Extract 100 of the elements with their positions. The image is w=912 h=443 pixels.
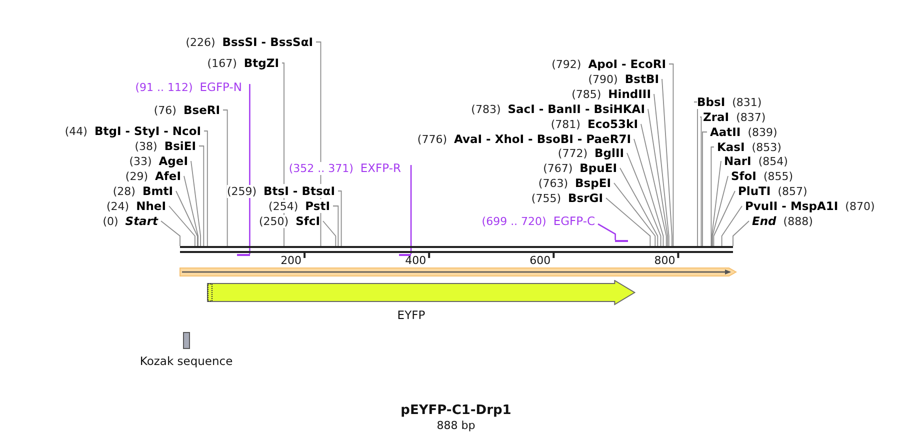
leader-line (168, 206, 196, 246)
enzyme-name: BtsI - BtsαI (264, 184, 335, 198)
site-position: (857) (778, 185, 808, 198)
site-position: (76) (154, 104, 176, 117)
leader-line (184, 176, 198, 246)
primer-name: EGFP-N (200, 80, 242, 94)
enzyme-name: BtgI - StyI - NcoI (94, 124, 201, 138)
leader-line (176, 190, 198, 246)
leader-line (712, 176, 728, 246)
enzyme-name: AatII (710, 125, 741, 139)
enzyme-name: SfoI (731, 169, 756, 183)
site-position: (772) (558, 147, 588, 160)
leader-line (668, 64, 674, 246)
enzyme-name: AvaI - XhoI - BsoBI - PaeR7I (454, 132, 631, 146)
enzyme-name: ZraI (703, 110, 730, 124)
leader-line (713, 190, 736, 246)
site-position: (38) (134, 140, 158, 153)
site-position: (763) (538, 177, 568, 190)
enzyme-name: ApoI - EcoRI (588, 57, 666, 71)
leader-line (614, 182, 656, 246)
leader-line (694, 102, 698, 246)
enzyme-name: NheI (136, 199, 166, 213)
site-position: (259) (226, 185, 257, 198)
site-position: (250) (259, 215, 289, 228)
enzyme-name: BmtI (142, 184, 173, 198)
primer-range: (352 .. 371) (288, 162, 354, 175)
enzyme-name: AfeI (155, 169, 181, 183)
enzyme-name: BsiEI (164, 139, 196, 153)
site-position: (33) (129, 155, 152, 168)
enzyme-name: BglII (594, 146, 624, 160)
enzyme-name: AgeI (158, 154, 188, 168)
site-position: (888) (783, 215, 813, 228)
ruler-label: 800 (654, 254, 676, 268)
enzyme-name: BsrGI (568, 191, 603, 205)
enzyme-name: BpuEI (580, 161, 617, 175)
map-title: pEYFP-C1-Drp1 (400, 403, 512, 418)
site-position: (870) (845, 200, 875, 213)
terminus-label: Start (125, 214, 158, 228)
site-position: (28) (112, 185, 136, 198)
leader-line (710, 146, 714, 246)
enzyme-name: BseRI (183, 103, 220, 117)
site-position: (0) (102, 215, 118, 228)
site-position: (790) (588, 73, 618, 86)
site-position: (839) (748, 126, 778, 139)
leader-line (410, 165, 412, 254)
enzyme-name: BbsI (697, 95, 726, 109)
site-position: (29) (125, 170, 148, 183)
site-position: (837) (736, 111, 766, 124)
enzyme-name: BssSI - BssSαI (222, 35, 313, 49)
leader-line (732, 220, 750, 246)
site-position: (785) (572, 88, 602, 101)
leader-line (640, 124, 667, 246)
ruler-label: 600 (530, 254, 551, 268)
leader-line (190, 160, 201, 246)
site-position: (226) (186, 36, 216, 49)
leader-line (332, 206, 339, 246)
enzyme-name: PluTI (738, 184, 771, 198)
site-position: (853) (752, 141, 782, 154)
site-position: (855) (763, 170, 794, 183)
leader-line (198, 146, 204, 246)
leader-line (222, 110, 228, 246)
enzyme-name: BtgZI (244, 56, 279, 70)
map-caption: 888 bp (436, 419, 476, 432)
feature-label: Kozak sequence (138, 354, 234, 368)
enzyme-name: BstBI (624, 72, 659, 86)
site-position: (831) (732, 96, 762, 109)
site-position: (44) (64, 125, 88, 138)
enzyme-name: BspEI (575, 176, 611, 190)
feature-label: EYFP (396, 308, 426, 322)
site-position: (776) (417, 133, 448, 146)
primer-range: (699 .. 720) (482, 215, 546, 228)
enzyme-name: KasI (717, 140, 745, 154)
enzyme-name: PvuII - MspA1I (745, 199, 838, 213)
leader-line (606, 198, 651, 246)
site-position: (854) (758, 155, 788, 168)
leader-line (160, 220, 180, 246)
sequence-line (180, 246, 733, 253)
site-position: (755) (531, 192, 561, 205)
leader-line (721, 206, 742, 246)
leader-line (249, 84, 250, 254)
leader-line (634, 138, 664, 246)
enzyme-name: SacI - BanII - BsiHKAI (508, 102, 645, 116)
enzyme-name: HindIII (608, 87, 651, 101)
leader-line (598, 223, 616, 240)
leader-line (626, 152, 662, 246)
site-position: (781) (550, 118, 580, 131)
primer-name: EGFP-C (553, 214, 595, 228)
leader-line (662, 78, 672, 246)
enzyme-name: PstI (305, 199, 330, 213)
terminus-label: End (752, 214, 776, 228)
ruler-label: 400 (405, 254, 426, 268)
leader-line (338, 190, 342, 246)
leader-line (711, 160, 722, 246)
primer-name: EXFP-R (360, 161, 401, 175)
leader-line (648, 108, 668, 246)
leader-line (702, 132, 708, 246)
leader-line (322, 220, 336, 246)
enzyme-name: NarI (724, 154, 752, 168)
leader-line (700, 116, 702, 246)
leader-line (620, 168, 658, 246)
